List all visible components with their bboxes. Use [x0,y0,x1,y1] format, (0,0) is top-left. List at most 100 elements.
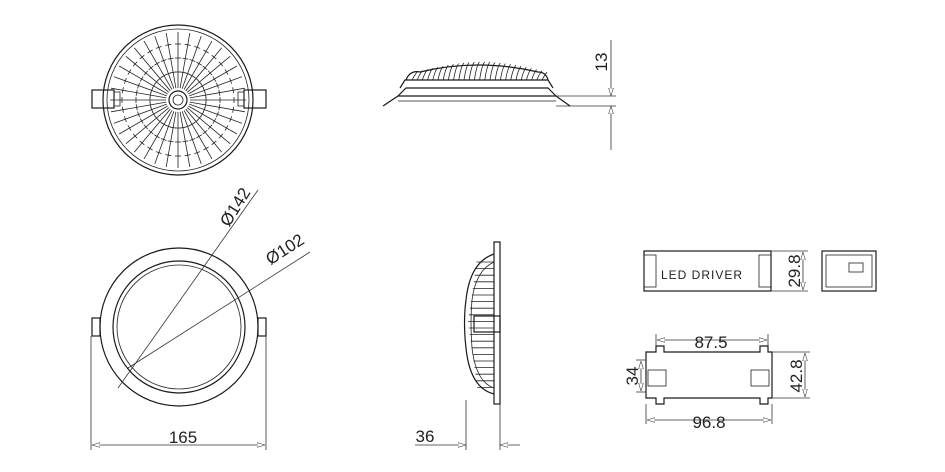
radial-fin [143,40,173,90]
radial-fin [183,110,213,160]
fin-detail [229,77,233,84]
fin-detail [184,43,191,46]
dim-outer-diameter: Ø142 [216,184,254,229]
side-fin [468,61,475,81]
fin-detail [207,124,213,130]
radial-fin [185,108,223,153]
radial-fin [165,32,177,89]
fin-detail [155,151,162,155]
side-fin [484,61,491,81]
radial-fin [183,40,213,90]
fin-detail [165,43,172,46]
fin-detail [232,106,235,113]
fin-detail [155,45,162,49]
fin-detail [135,89,138,96]
side-fin [474,61,480,81]
side-fin [479,61,485,81]
dim-driver-body-width: 34 [623,367,642,386]
radial-fin [179,32,191,89]
fin-detail [224,125,229,131]
fin-detail [189,59,196,62]
dim-depth: 36 [416,427,435,446]
fin-detail [121,87,124,94]
fin-detail [218,104,221,111]
fin-detail [132,61,138,67]
side-fin [463,62,470,81]
driver-side-view: LED DRIVER 29.8 [643,250,808,292]
side-fin [494,62,501,81]
radial-fin [189,87,246,99]
fin-detail [202,129,208,135]
fin-detail [196,134,202,139]
fin-detail [202,65,208,71]
radial-fin [113,76,167,97]
side-view-heatsink: 13 [382,40,616,150]
fin-detail [123,77,127,84]
radial-fin [118,105,168,135]
fin-detail [147,49,153,54]
fin-detail [121,106,124,113]
radial-fin [125,107,170,145]
radial-fin [165,111,177,168]
side-fin [536,70,543,81]
side-fin [526,68,532,81]
fin-detail [143,70,149,76]
fin-detail [167,140,174,143]
radial-fin [179,111,191,168]
dim-driver-inner-length: 87.5 [694,333,727,352]
fin-detail [139,76,144,82]
fin-detail [194,151,201,155]
side-fin [416,70,423,81]
radial-fin [189,103,243,124]
side-fin [505,64,511,81]
radial-fin [181,111,202,165]
fin-detail [218,133,224,139]
radial-fin [125,55,170,93]
side-fin [448,64,454,81]
fin-detail [203,146,209,151]
fin-detail [212,76,217,82]
fin-detail [154,61,160,66]
fin-detail [232,87,235,94]
fin-detail [211,54,217,60]
fin-detail [160,138,167,141]
fin-detail [143,124,149,130]
radial-fin [188,105,238,135]
radial-fin [118,65,168,95]
fin-detail [211,140,217,146]
radial-fin [188,65,238,95]
side-fin [520,66,527,81]
dim-top-height: 13 [592,53,611,72]
side-profile: 36 [415,241,520,450]
fin-detail [224,69,229,75]
radial-fin [185,47,223,92]
fin-detail [194,45,201,49]
side-fin [458,62,465,81]
fin-detail [167,57,174,60]
fin-detail [148,65,154,71]
fin-detail [154,134,160,139]
side-fin [427,68,433,81]
fin-detail [204,92,207,99]
side-fin [541,71,548,81]
radial-fin [110,101,167,113]
side-fin [437,65,444,81]
side-fin [489,62,496,81]
dim-cutout-diameter: Ø102 [262,230,307,269]
radial-fin [186,107,231,145]
fin-detail [212,118,217,124]
radial-fin [186,55,231,93]
radial-fin [154,35,175,89]
fin-detail [184,154,191,157]
fin-detail [139,140,145,146]
radial-fin [181,35,202,89]
fin-detail [218,61,224,67]
top-view-heatsink [91,24,267,176]
fin-detail [137,111,140,118]
fin-detail [165,154,172,157]
fin-detail [135,104,138,111]
fin-detail [137,82,140,89]
side-fin [411,71,418,81]
fin-detail [132,133,138,139]
